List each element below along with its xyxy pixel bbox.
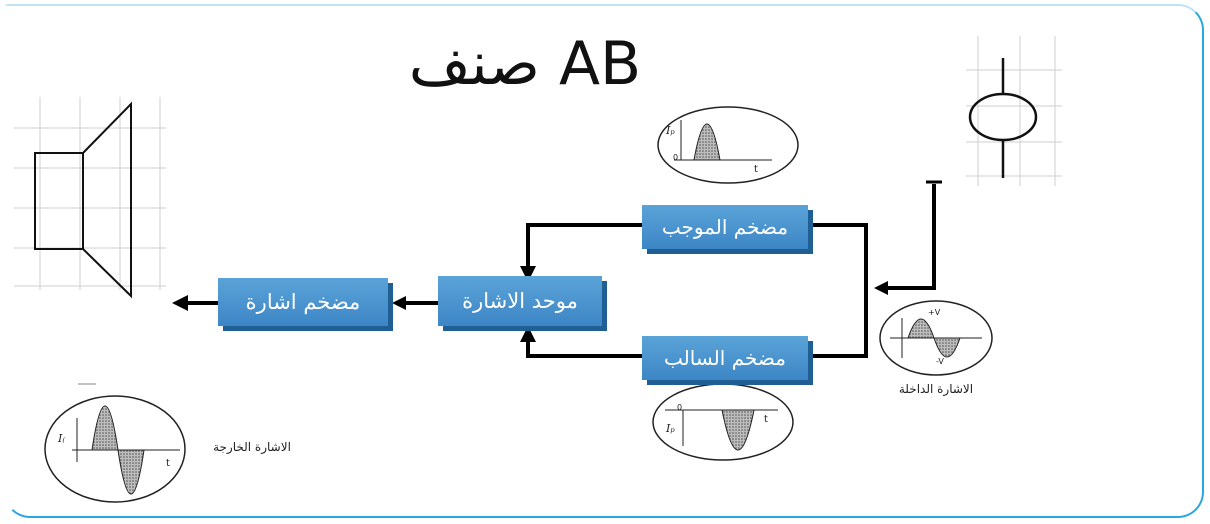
speaker-grid [14, 97, 166, 290]
neg-current-label: Iₚ [665, 422, 675, 435]
slide-frame [4, 4, 1204, 518]
ac-source-icon [968, 58, 1038, 178]
wiring [526, 184, 936, 358]
positive-halfwave-waveform: Iₚ 0 t [657, 106, 799, 184]
signal-combiner-block: موحد الاشارة [438, 276, 602, 326]
combiner-top-arrowhead [520, 266, 536, 282]
pos-time-label: t [754, 164, 758, 175]
slide-title: صنف AB [408, 29, 642, 99]
output-sine-waveform: I₍ t [44, 383, 186, 503]
neg-time-label: t [764, 414, 768, 425]
negative-halfwave-waveform: Iₚ 0 t [652, 383, 794, 461]
output-signal-caption: الاشارة الخارجة [213, 440, 291, 454]
out-current-label: I₍ [57, 432, 65, 445]
combiner-bottom-arrowhead [520, 326, 536, 342]
input-arrowhead [874, 281, 888, 295]
signal-amplifier-block: مضخم اشارة [218, 278, 388, 326]
speaker-icon [34, 101, 132, 299]
positive-amplifier-block: مضخم الموجب [642, 205, 808, 249]
input-signal-caption: الاشارة الداخلة [898, 382, 974, 396]
combiner-to-amp-arrowhead [392, 296, 406, 310]
negative-amplifier-block: مضخم السالب [642, 336, 808, 380]
amp-to-speaker-arrowhead [172, 295, 188, 311]
pos-current-label: Iₚ [665, 124, 675, 137]
input-sine-waveform: +V -V [879, 300, 993, 376]
input-source-grid [966, 36, 1062, 186]
pos-zero-label: 0 [673, 153, 678, 162]
minus-v-label: -V [936, 357, 944, 366]
neg-zero-label: 0 [677, 403, 682, 412]
plus-v-label: +V [928, 308, 941, 317]
out-time-label: t [166, 458, 170, 469]
